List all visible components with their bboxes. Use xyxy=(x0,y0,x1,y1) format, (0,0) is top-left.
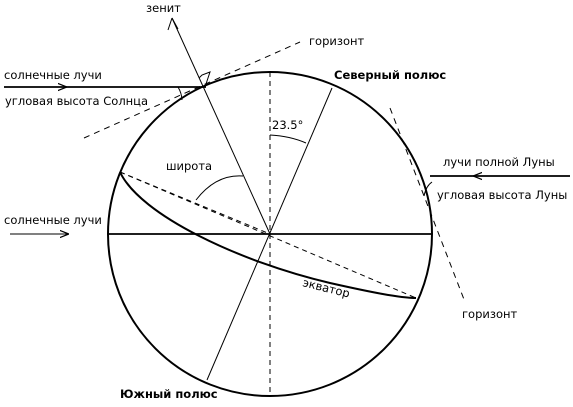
zenith-line xyxy=(171,17,271,235)
latitude-dashed-line xyxy=(119,171,271,235)
horizon-right-label: горизонт xyxy=(462,307,518,321)
sun-altitude-arc xyxy=(177,86,183,101)
zenith-arrow-right xyxy=(171,17,179,30)
north-pole-label: Северный полюс xyxy=(334,68,446,82)
moon-rays-label: лучи полной Луны xyxy=(443,155,555,169)
tilt-arc xyxy=(269,134,307,144)
zenith-arrow-left xyxy=(167,17,173,31)
moon-altitude-label: угловая высота Луны xyxy=(437,188,567,202)
zenith-label: зенит xyxy=(146,1,181,15)
moon-altitude-arc xyxy=(423,181,433,197)
latitude-arc xyxy=(195,175,244,201)
latitude-label: широта xyxy=(166,159,212,173)
south-pole-label: Южный полюс xyxy=(120,387,218,401)
right-angle-marker xyxy=(198,71,211,85)
sun-rays-top-label: солнечные лучи xyxy=(4,68,102,82)
equator-label: экватор xyxy=(301,275,351,300)
horizon-right-line xyxy=(389,107,466,303)
horizon-top-line xyxy=(83,41,301,139)
tilt-label: 23.5° xyxy=(272,118,303,132)
sun-rays-mid-label: солнечные лучи xyxy=(4,213,102,227)
sun-altitude-label: угловая высота Солнца xyxy=(5,94,148,108)
equator-curve xyxy=(119,171,417,299)
parallel-dashed-line xyxy=(119,171,417,299)
horizon-top-label: горизонт xyxy=(309,34,365,48)
